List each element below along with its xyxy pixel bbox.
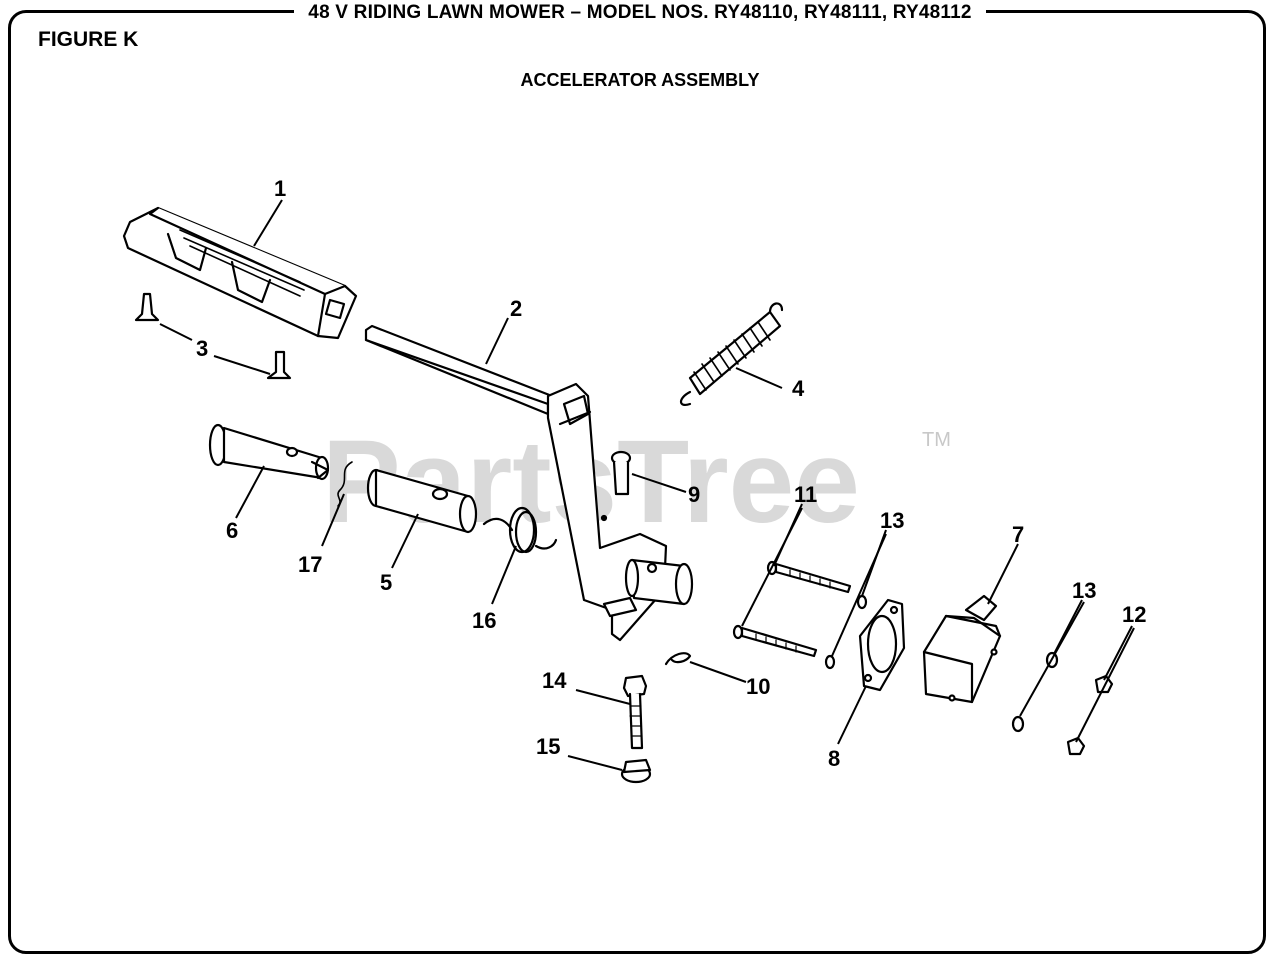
callout-9: 9 <box>688 482 700 507</box>
callout-13b: 13 <box>1072 578 1096 603</box>
callout-5: 5 <box>380 570 392 595</box>
part-16-torsion-spring <box>482 506 558 554</box>
callout-3: 3 <box>196 336 208 361</box>
part-14-bolt <box>622 674 648 750</box>
figure-label: FIGURE K <box>38 28 139 51</box>
callout-4: 4 <box>792 376 805 401</box>
part-13-washer <box>856 594 868 610</box>
part-13-washer <box>824 654 836 670</box>
part-8-gasket <box>858 598 906 692</box>
callout-12: 12 <box>1122 602 1146 627</box>
lever-bracket <box>546 382 694 642</box>
callout-1: 1 <box>274 176 286 201</box>
callout-8: 8 <box>828 746 840 771</box>
callout-7: 7 <box>1012 522 1024 547</box>
part-7-switch <box>922 594 1002 704</box>
callout-10: 10 <box>746 674 770 699</box>
page-title: 48 V RIDING LAWN MOWER – MODEL NOS. RY48… <box>0 0 1280 26</box>
part-12-nut <box>1066 736 1086 756</box>
part-2-pedal-arm <box>364 324 554 416</box>
callout-6: 6 <box>226 518 238 543</box>
watermark-tm: TM <box>922 429 951 451</box>
part-5-bushing <box>366 468 478 534</box>
callout-17: 17 <box>298 552 322 577</box>
callout-labels: 1 2 3 4 5 6 7 8 9 10 11 12 13 13 14 15 1… <box>196 176 1146 771</box>
leader-lines <box>159 199 1135 771</box>
callout-13: 13 <box>880 508 904 533</box>
callout-15: 15 <box>536 734 560 759</box>
part-13-washer <box>1011 715 1025 733</box>
callout-14: 14 <box>542 668 567 693</box>
callout-16: 16 <box>472 608 496 633</box>
part-6-pin <box>208 423 330 481</box>
part-3-screws <box>134 292 292 380</box>
callout-2: 2 <box>510 296 522 321</box>
part-10-cotter-pin <box>664 652 692 666</box>
part-1-pedal-pad <box>122 206 358 340</box>
part-11-bolts <box>732 560 852 658</box>
callout-11: 11 <box>794 482 817 507</box>
part-15-flange-nut <box>620 758 652 784</box>
part-9-pin <box>610 450 632 496</box>
part-4-spring <box>679 302 784 406</box>
assembly-title: ACCELERATOR ASSEMBLY <box>520 70 760 90</box>
